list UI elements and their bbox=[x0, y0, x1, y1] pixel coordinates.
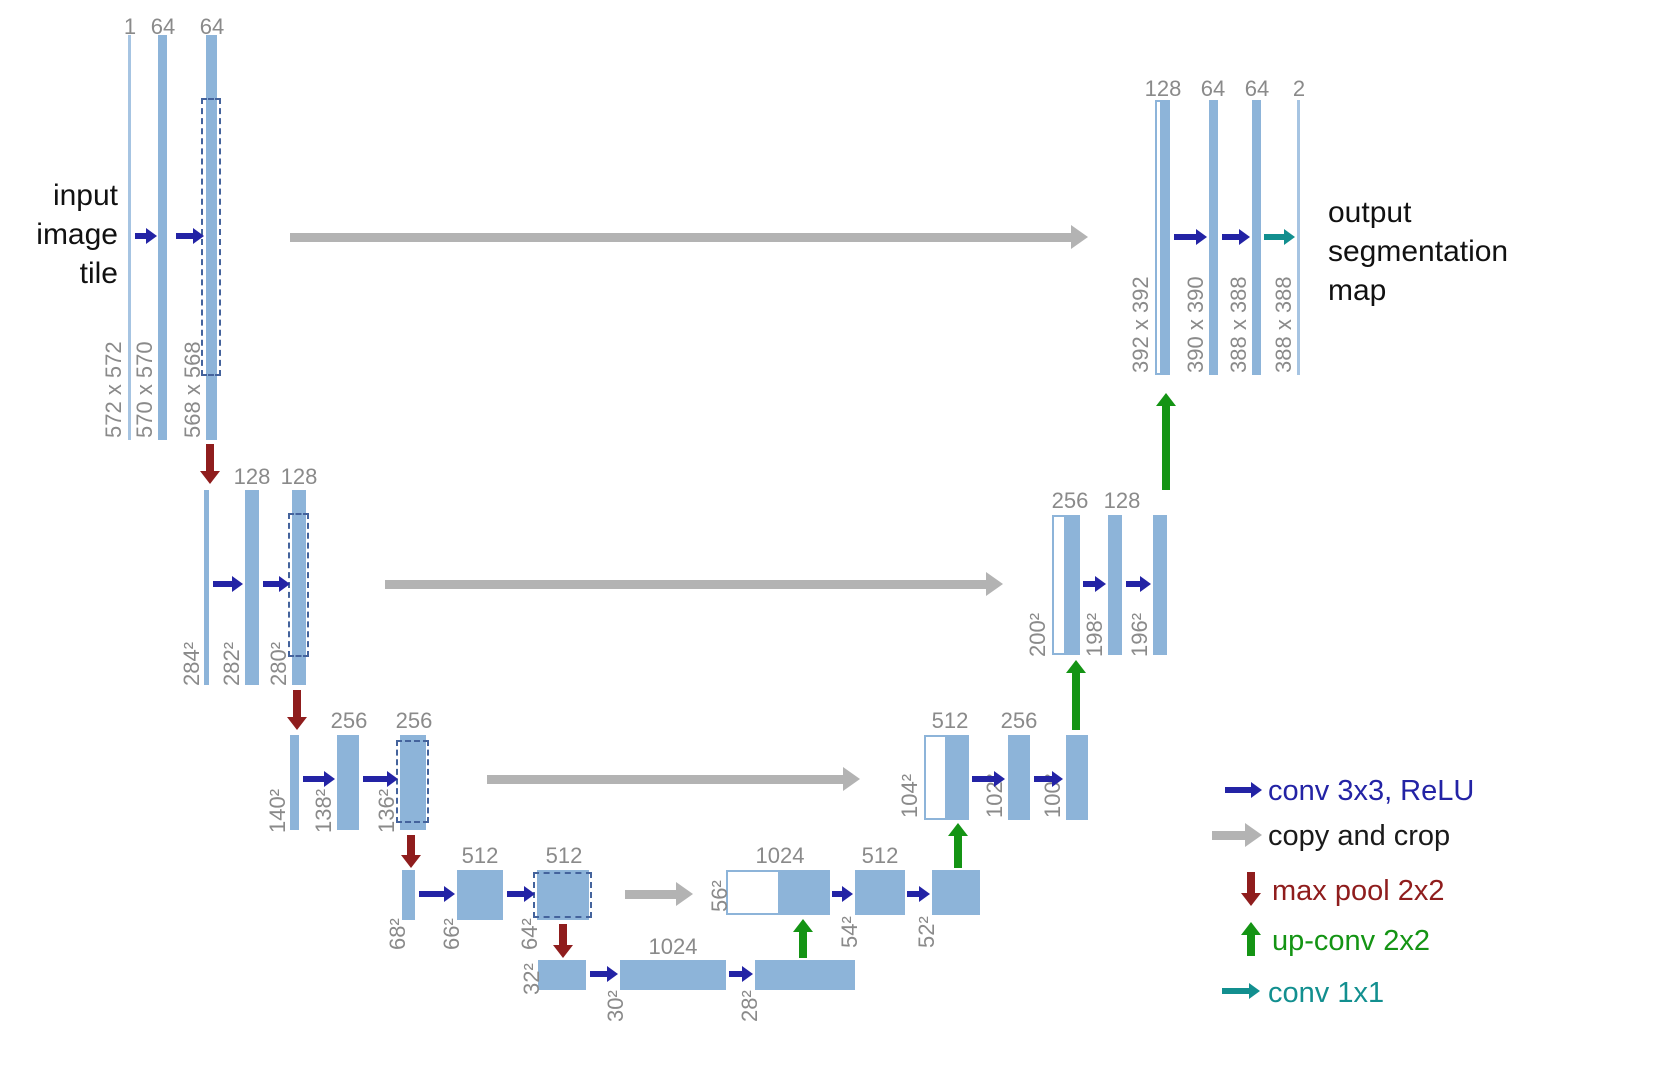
input-image-tile-label: input image tile bbox=[36, 179, 118, 290]
feature-map-box bbox=[245, 490, 259, 685]
feature-map-box bbox=[537, 870, 589, 920]
channel-count-label: 256 bbox=[330, 708, 368, 733]
copied-feature-map-box bbox=[924, 735, 947, 820]
crop-outline bbox=[396, 740, 429, 823]
spatial-size-label: 136² bbox=[374, 788, 399, 833]
feature-map-box bbox=[204, 490, 209, 685]
spatial-size-label: 64² bbox=[517, 918, 542, 950]
feature-map-box bbox=[1153, 515, 1167, 655]
spatial-size-label: 196² bbox=[1127, 612, 1152, 657]
spatial-size-label: 28² bbox=[737, 990, 762, 1022]
channel-count-label: 256 bbox=[1051, 488, 1089, 513]
feature-map-box bbox=[457, 870, 503, 920]
feature-map-box bbox=[290, 735, 299, 830]
feature-map-box bbox=[780, 870, 830, 915]
feature-map-box bbox=[128, 35, 131, 440]
channel-count-label: 64 bbox=[1244, 76, 1270, 101]
spatial-size-label: 54² bbox=[837, 916, 862, 948]
spatial-size-label: 392 x 392 bbox=[1128, 276, 1153, 373]
feature-map-box bbox=[337, 735, 359, 830]
channel-count-label: 128 bbox=[233, 464, 271, 489]
feature-map-box bbox=[1066, 515, 1080, 655]
feature-map-box bbox=[1008, 735, 1030, 820]
feature-map-box bbox=[1066, 735, 1088, 820]
legend-up-conv-label: up-conv 2x2 bbox=[1272, 925, 1430, 957]
feature-map-box bbox=[1162, 100, 1170, 375]
crop-outline bbox=[288, 513, 309, 657]
copied-feature-map-box bbox=[1155, 100, 1162, 375]
spatial-size-label: 68² bbox=[385, 918, 410, 950]
spatial-size-label: 52² bbox=[914, 916, 939, 948]
channel-count-label: 128 bbox=[280, 464, 318, 489]
crop-outline bbox=[201, 98, 221, 376]
feature-map-box bbox=[538, 960, 586, 990]
spatial-size-label: 104² bbox=[897, 773, 922, 818]
channel-count-label: 512 bbox=[931, 708, 969, 733]
channel-count-label: 512 bbox=[461, 843, 499, 868]
feature-map-box bbox=[932, 870, 980, 915]
channel-count-label: 1024 bbox=[755, 843, 805, 868]
feature-map-box bbox=[206, 35, 217, 440]
copied-feature-map-box bbox=[726, 870, 780, 915]
feature-map-box bbox=[1252, 100, 1261, 375]
spatial-size-label: 280² bbox=[266, 641, 291, 686]
output-segmentation-map-label: output segmentation map bbox=[1328, 196, 1509, 307]
channel-count-label: 256 bbox=[1000, 708, 1038, 733]
feature-map-box bbox=[402, 870, 415, 920]
spatial-size-label: 570 x 570 bbox=[132, 341, 157, 438]
spatial-size-label: 32² bbox=[519, 963, 544, 995]
spatial-size-label: 388 x 388 bbox=[1226, 276, 1251, 373]
channel-count-label: 64 bbox=[199, 14, 225, 39]
legend-conv1x1-label: conv 1x1 bbox=[1268, 977, 1385, 1009]
feature-map-box bbox=[620, 960, 726, 990]
spatial-size-label: 284² bbox=[179, 641, 204, 686]
copied-feature-map-box bbox=[1052, 515, 1066, 655]
spatial-size-label: 390 x 390 bbox=[1183, 276, 1208, 373]
crop-outline bbox=[533, 872, 592, 918]
feature-map-box bbox=[1108, 515, 1122, 655]
spatial-size-label: 198² bbox=[1082, 612, 1107, 657]
spatial-size-label: 56² bbox=[707, 880, 732, 912]
legend-max-pool-label: max pool 2x2 bbox=[1272, 875, 1445, 907]
spatial-size-label: 282² bbox=[219, 641, 244, 686]
channel-count-label: 128 bbox=[1144, 76, 1182, 101]
feature-map-box bbox=[1209, 100, 1218, 375]
legend-copy-crop-label: copy and crop bbox=[1268, 820, 1451, 852]
spatial-size-label: 568 x 568 bbox=[180, 341, 205, 438]
spatial-size-label: 138² bbox=[311, 788, 336, 833]
spatial-size-label: 572 x 572 bbox=[101, 341, 126, 438]
feature-map-box bbox=[292, 490, 306, 685]
channel-count-label: 64 bbox=[150, 14, 176, 39]
channel-count-label: 1024 bbox=[648, 934, 698, 959]
channel-count-label: 2 bbox=[1292, 76, 1306, 101]
channel-count-label: 64 bbox=[1200, 76, 1226, 101]
feature-map-box bbox=[1297, 100, 1300, 375]
spatial-size-label: 140² bbox=[265, 788, 290, 833]
feature-map-box bbox=[400, 735, 426, 830]
spatial-size-label: 30² bbox=[603, 990, 628, 1022]
channel-count-label: 1 bbox=[123, 14, 137, 39]
feature-map-box bbox=[158, 35, 167, 440]
feature-map-box bbox=[947, 735, 969, 820]
channel-count-label: 512 bbox=[861, 843, 899, 868]
channel-count-label: 256 bbox=[395, 708, 433, 733]
channel-count-label: 128 bbox=[1103, 488, 1141, 513]
channel-count-label: 512 bbox=[545, 843, 583, 868]
legend-conv3x3-label: conv 3x3, ReLU bbox=[1268, 775, 1475, 807]
spatial-size-label: 66² bbox=[439, 918, 464, 950]
feature-map-box bbox=[855, 870, 905, 915]
feature-map-box bbox=[755, 960, 855, 990]
spatial-size-label: 200² bbox=[1025, 612, 1050, 657]
spatial-size-label: 388 x 388 bbox=[1271, 276, 1296, 373]
